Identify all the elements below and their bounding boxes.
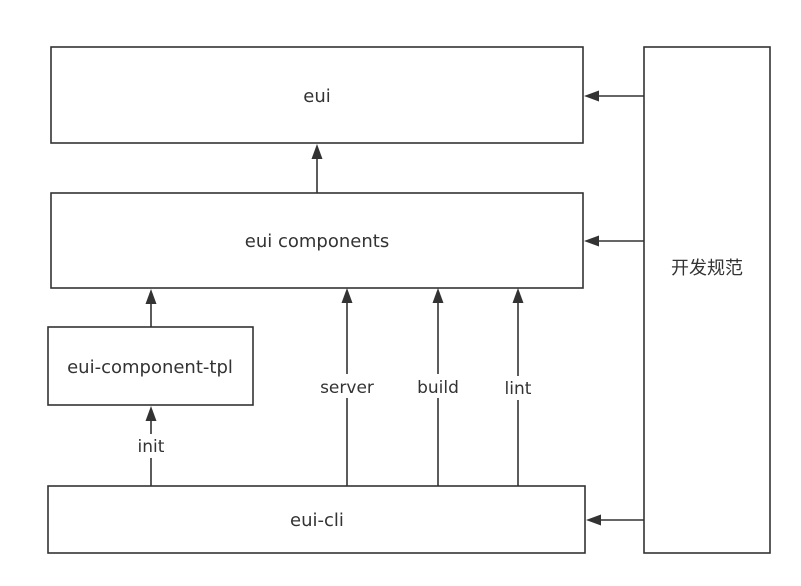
edge-standards-to-cli: [586, 514, 644, 526]
edge-init-label: init: [138, 437, 165, 457]
node-dev-standards: 开发规范: [643, 46, 771, 554]
node-eui-components: eui components: [50, 192, 584, 289]
arrowhead: [584, 90, 599, 102]
edge-server-label: server: [320, 378, 374, 398]
arrowhead: [311, 144, 323, 159]
edge-components-to-eui: [311, 144, 323, 193]
edge-lint: lint: [505, 288, 532, 486]
arrowhead: [145, 406, 157, 421]
node-eui: eui: [50, 46, 584, 144]
arrowhead: [145, 289, 157, 304]
node-eui-components-label: eui components: [245, 231, 389, 252]
arrowhead: [432, 288, 444, 303]
node-dev-standards-label: 开发规范: [671, 258, 743, 279]
edge-standards-to-eui: [584, 90, 644, 102]
edge-lint-label: lint: [505, 379, 532, 399]
node-eui-box: [50, 46, 584, 144]
arrowhead: [512, 288, 524, 303]
node-eui-cli-label: eui-cli: [290, 510, 344, 531]
arrowhead: [586, 514, 601, 526]
edge-build: build: [417, 288, 459, 486]
edge-server: server: [320, 288, 374, 486]
node-eui-component-tpl-label: eui-component-tpl: [67, 357, 233, 378]
node-eui-label: eui: [303, 86, 330, 107]
arrowhead: [584, 235, 599, 247]
node-eui-components-box: [50, 192, 584, 289]
edge-standards-to-components: [584, 235, 644, 247]
node-eui-cli: eui-cli: [47, 485, 586, 554]
node-eui-component-tpl: eui-component-tpl: [47, 326, 254, 406]
arrowhead: [341, 288, 353, 303]
edge-tpl-to-components: [145, 289, 157, 327]
edge-init: init: [138, 406, 165, 486]
node-eui-cli-box: [47, 485, 586, 554]
node-dev-standards-box: [643, 46, 771, 554]
edge-build-label: build: [417, 378, 459, 398]
